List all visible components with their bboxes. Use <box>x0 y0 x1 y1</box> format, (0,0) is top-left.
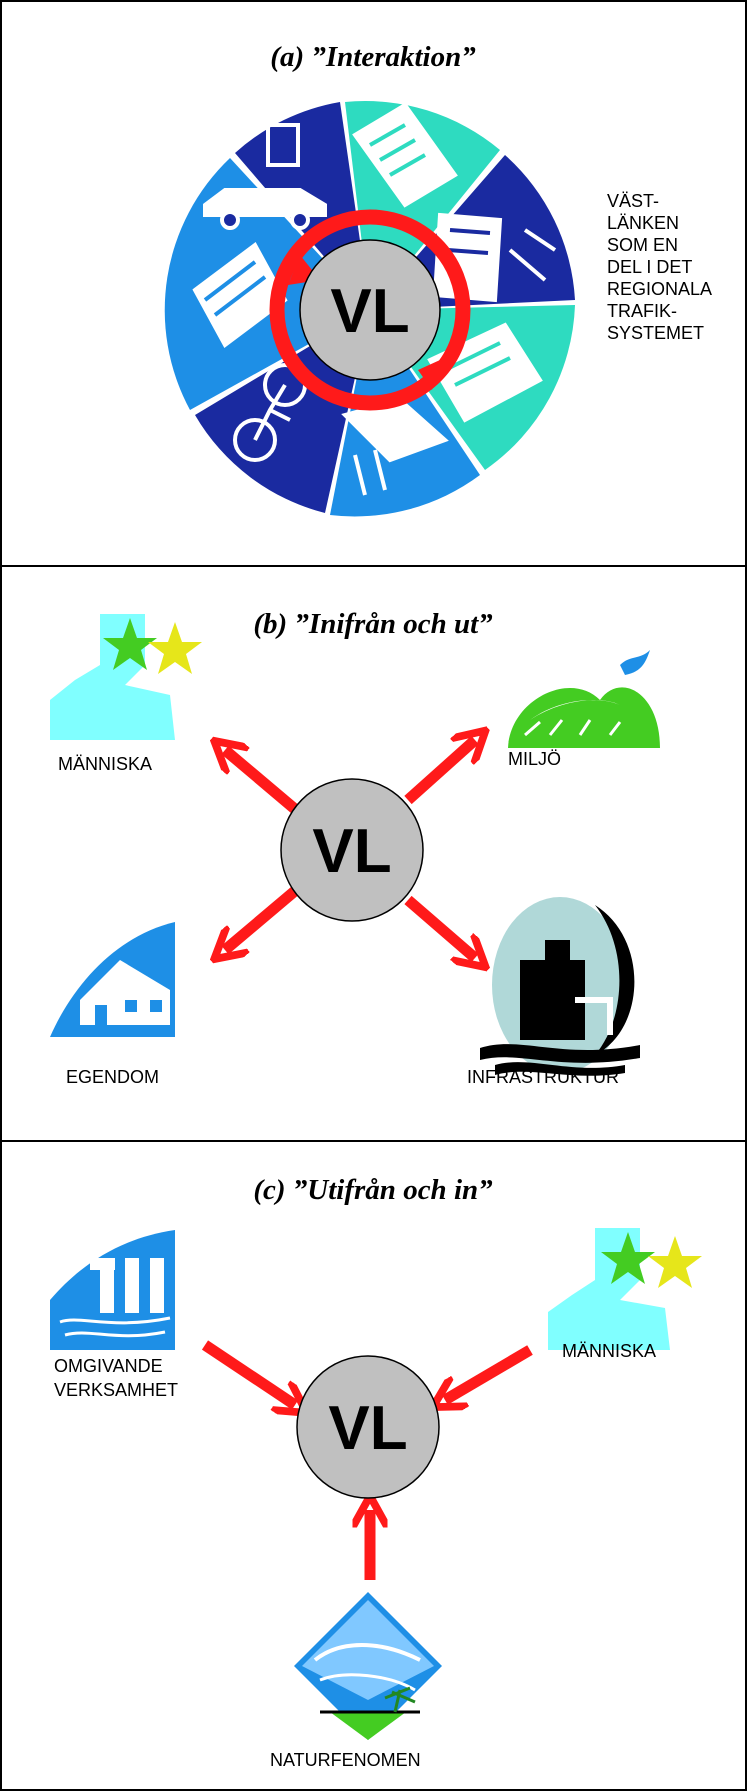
label-manniska-b: MÄNNISKA <box>58 754 152 774</box>
label-egendom: EGENDOM <box>66 1067 159 1087</box>
bird-icon <box>620 650 650 675</box>
section-a: (a) ”Interaktion” <box>164 41 712 517</box>
infrastructure-icon <box>480 897 640 1076</box>
side-label-line-1: VÄST- <box>607 191 659 211</box>
vl-node-a <box>299 239 441 381</box>
house-icon <box>50 922 175 1037</box>
side-label-line-3: SOM EN <box>607 235 678 255</box>
side-label-line-5: REGIONALA <box>607 279 712 299</box>
nature-icon <box>508 650 660 748</box>
arrow-from-manniska <box>445 1345 533 1400</box>
vl-label-a: VL <box>330 277 409 346</box>
arrow-to-miljo <box>404 740 475 805</box>
outward-arrows <box>225 740 475 958</box>
section-c-title: (c) ”Utifrån och in” <box>253 1174 493 1206</box>
inward-arrows <box>201 1340 533 1580</box>
label-omgivande-1: OMGIVANDE <box>54 1356 163 1376</box>
vl-node-b <box>280 778 424 922</box>
vl-label-b: VL <box>312 817 391 886</box>
arrow-to-infrastruktur <box>404 895 475 958</box>
arrow-to-manniska <box>225 750 300 815</box>
weather-icon <box>294 1592 442 1740</box>
label-omgivande-2: VERKSAMHET <box>54 1380 178 1400</box>
tram-icon <box>352 102 458 208</box>
label-infrastruktur: INFRASTRUKTUR <box>467 1067 619 1087</box>
star-icon <box>148 622 202 674</box>
section-b-title: (b) ”Inifrån och ut” <box>253 608 493 640</box>
vl-label-c: VL <box>328 1394 407 1463</box>
section-a-title: (a) ”Interaktion” <box>270 41 476 73</box>
star-icon <box>103 618 157 670</box>
vl-node-c <box>296 1355 440 1499</box>
transport-wheel: VL <box>164 101 575 517</box>
car-icon <box>203 123 327 230</box>
factory-icon <box>50 1230 175 1350</box>
side-label-line-6: TRAFIK- <box>607 301 677 321</box>
section-c: (c) ”Utifrån och in” VL OMGIVANDE VERKSA… <box>50 1174 702 1770</box>
label-manniska-c: MÄNNISKA <box>562 1341 656 1361</box>
cycle-arrowhead-right <box>418 360 440 390</box>
person-icon-right <box>548 1228 702 1350</box>
star-icon <box>648 1236 702 1288</box>
star-icon <box>601 1232 655 1284</box>
person-icon <box>50 614 202 740</box>
arrow-from-omgivande <box>201 1340 295 1405</box>
label-miljo: MILJÖ <box>508 749 561 769</box>
cycle-ring <box>269 209 471 411</box>
side-label-line-7: SYSTEMET <box>607 323 704 343</box>
side-label-line-4: DEL I DET <box>607 257 692 277</box>
side-label-line-2: LÄNKEN <box>607 213 679 233</box>
label-naturfenomen: NATURFENOMEN <box>270 1750 421 1770</box>
arrow-to-egendom <box>225 885 300 950</box>
section-b: (b) ”Inifrån och ut” VL MÄNNISKA MILJÖ <box>50 608 660 1087</box>
